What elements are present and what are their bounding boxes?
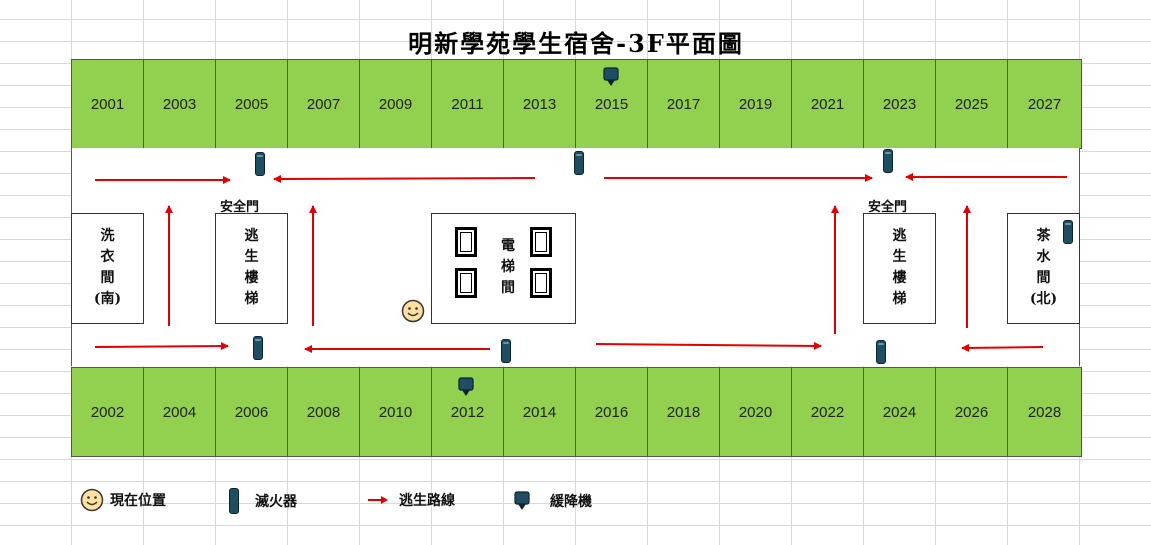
legend-descender-label: 緩降機 bbox=[550, 494, 592, 510]
laundry-char-3: 間 bbox=[100, 270, 115, 286]
escape-stairs-left-label: 逃 生 樓 梯 bbox=[215, 226, 288, 310]
stair-right-char-4: 梯 bbox=[892, 291, 907, 307]
escape-stairs-right-label: 逃 生 樓 梯 bbox=[863, 226, 936, 310]
fire-extinguisher-icon bbox=[229, 488, 239, 514]
legend-extinguisher: 滅火器 bbox=[229, 488, 297, 514]
room-top-2[interactable]: 2003 bbox=[144, 60, 216, 148]
elevator-char-2: 梯 bbox=[501, 259, 515, 275]
room-bottom-9[interactable]: 2018 bbox=[648, 368, 720, 456]
legend-escape-route: 逃生路線 bbox=[367, 490, 455, 510]
room-bottom-8[interactable]: 2016 bbox=[576, 368, 648, 456]
room-top-6[interactable]: 2011 bbox=[432, 60, 504, 148]
legend-current-position-label: 現在位置 bbox=[110, 493, 166, 509]
fire-extinguisher-icon bbox=[255, 152, 265, 176]
room-bottom-10[interactable]: 2020 bbox=[720, 368, 792, 456]
top-room-band: 2001 2003 2005 2007 2009 2011 2013 2015 … bbox=[71, 59, 1082, 149]
elevator-door-icon bbox=[530, 268, 552, 298]
room-top-13[interactable]: 2025 bbox=[936, 60, 1008, 148]
tea-char-1: 茶 bbox=[1036, 228, 1051, 244]
room-top-9[interactable]: 2017 bbox=[648, 60, 720, 148]
room-top-5[interactable]: 2009 bbox=[360, 60, 432, 148]
stair-right-char-1: 逃 bbox=[892, 228, 907, 244]
room-top-4[interactable]: 2007 bbox=[288, 60, 360, 148]
fire-extinguisher-icon bbox=[883, 149, 893, 173]
room-bottom-3[interactable]: 2006 bbox=[216, 368, 288, 456]
room-top-7[interactable]: 2013 bbox=[504, 60, 576, 148]
elevator-door-icon bbox=[455, 268, 477, 298]
escape-stairs-right[interactable] bbox=[863, 213, 936, 324]
room-bottom-1[interactable]: 2002 bbox=[72, 368, 144, 456]
laundry-room-label: 洗 衣 間 (南) bbox=[71, 226, 144, 310]
stair-right-char-3: 樓 bbox=[892, 270, 907, 286]
laundry-char-2: 衣 bbox=[100, 249, 115, 265]
escape-arrow bbox=[94, 342, 229, 351]
room-top-3[interactable]: 2005 bbox=[216, 60, 288, 148]
elevator-door-icon bbox=[530, 227, 552, 257]
elevator-door-icon bbox=[455, 227, 477, 257]
room-bottom-2[interactable]: 2004 bbox=[144, 368, 216, 456]
room-top-1[interactable]: 2001 bbox=[72, 60, 144, 148]
room-bottom-11[interactable]: 2022 bbox=[792, 368, 864, 456]
room-bottom-13[interactable]: 2026 bbox=[936, 368, 1008, 456]
elevator-char-3: 間 bbox=[501, 280, 515, 296]
escape-arrow bbox=[961, 343, 1044, 352]
room-top-14[interactable]: 2027 bbox=[1008, 60, 1081, 148]
stair-left-char-3: 樓 bbox=[244, 270, 259, 286]
stair-left-char-2: 生 bbox=[244, 249, 259, 265]
stair-left-char-1: 逃 bbox=[244, 228, 259, 244]
room-bottom-12[interactable]: 2024 bbox=[864, 368, 936, 456]
tea-char-4: (北) bbox=[1029, 291, 1058, 307]
safety-door-left: 安全門 bbox=[220, 200, 260, 215]
laundry-char-1: 洗 bbox=[100, 228, 115, 244]
legend-descender: 緩降機 bbox=[514, 490, 592, 512]
legend-current-position: 現在位置 bbox=[80, 488, 166, 512]
tea-char-2: 水 bbox=[1036, 249, 1051, 265]
bottom-room-band: 2002 2004 2006 2008 2010 2012 2014 2016 … bbox=[71, 367, 1082, 457]
escape-stairs-left[interactable] bbox=[215, 213, 288, 324]
escape-arrow bbox=[273, 174, 536, 183]
legend-extinguisher-label: 滅火器 bbox=[255, 494, 297, 510]
floor-plan-title: 明新學苑學生宿舍-3F平面圖 bbox=[408, 29, 744, 58]
elevator-char-1: 電 bbox=[501, 238, 515, 254]
tea-room-label: 茶 水 間 (北) bbox=[1007, 226, 1080, 310]
fire-extinguisher-icon bbox=[1063, 220, 1073, 244]
smiley-icon bbox=[80, 488, 104, 512]
elevator-hall-label: 電 梯 間 bbox=[494, 236, 522, 299]
room-top-10[interactable]: 2019 bbox=[720, 60, 792, 148]
descender-icon bbox=[603, 67, 619, 86]
laundry-room[interactable] bbox=[71, 213, 144, 324]
room-top-11[interactable]: 2021 bbox=[792, 60, 864, 148]
safety-door-right: 安全門 bbox=[868, 200, 908, 215]
room-bottom-14[interactable]: 2028 bbox=[1008, 368, 1081, 456]
descender-icon bbox=[514, 491, 530, 510]
room-bottom-6[interactable]: 2012 bbox=[432, 368, 504, 456]
red-arrow-icon bbox=[368, 496, 388, 504]
descender-icon bbox=[458, 377, 474, 396]
stair-right-char-2: 生 bbox=[892, 249, 907, 265]
legend-escape-route-label: 逃生路線 bbox=[399, 493, 455, 509]
laundry-char-4: (南) bbox=[93, 291, 122, 307]
fire-extinguisher-icon bbox=[253, 336, 263, 360]
current-position-smiley-icon[interactable] bbox=[401, 299, 425, 323]
room-bottom-4[interactable]: 2008 bbox=[288, 368, 360, 456]
room-top-12[interactable]: 2023 bbox=[864, 60, 936, 148]
escape-arrow bbox=[595, 341, 822, 350]
tea-char-3: 間 bbox=[1036, 270, 1051, 286]
room-bottom-5[interactable]: 2010 bbox=[360, 368, 432, 456]
fire-extinguisher-icon bbox=[501, 339, 511, 363]
fire-extinguisher-icon bbox=[574, 151, 584, 175]
fire-extinguisher-icon bbox=[876, 340, 886, 364]
stair-left-char-4: 梯 bbox=[244, 291, 259, 307]
room-bottom-7[interactable]: 2014 bbox=[504, 368, 576, 456]
